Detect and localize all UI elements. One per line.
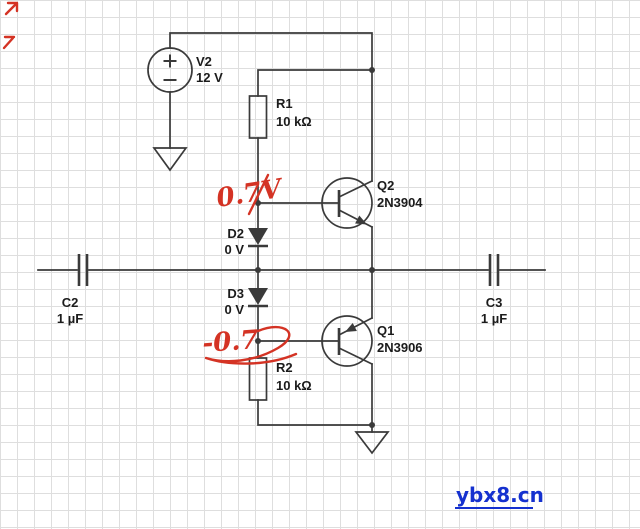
ground-symbol-left[interactable] — [152, 147, 188, 172]
red-mark-top-left-icon — [4, 1, 19, 16]
annotation-bottom-voltage: -0.7 — [201, 325, 259, 359]
transistor-q2-npn[interactable] — [321, 177, 374, 229]
c3-name-label: C3 — [486, 295, 503, 310]
q1-body-circle[interactable] — [321, 315, 373, 367]
wire-top-rail[interactable] — [169, 32, 373, 182]
q2-value-label: 2N3904 — [377, 195, 423, 210]
wire-r2-bottom[interactable] — [257, 399, 373, 426]
junction-dot — [369, 267, 375, 273]
diode-d2[interactable] — [248, 228, 268, 248]
diode-d3[interactable] — [248, 288, 268, 308]
wires[interactable] — [37, 32, 546, 433]
c3-value-label: 1 µF — [481, 311, 507, 326]
r2-value-label: 10 kΩ — [276, 378, 312, 393]
wire-r1-top-link[interactable] — [257, 69, 373, 97]
d2-value-label: 0 V — [224, 242, 244, 257]
d3-value-label: 0 V — [224, 302, 244, 317]
r2-name-label: R2 — [276, 360, 293, 375]
plus-icon — [163, 54, 177, 68]
d3-name-label: D3 — [227, 286, 244, 301]
r1-value-label: 10 kΩ — [276, 114, 312, 129]
annotation-bottom-flourish — [204, 325, 298, 365]
handwritten-annotations: 0.7V -0.7 — [2, 1, 298, 365]
q1-emitter-lead[interactable] — [337, 316, 374, 337]
q2-collector-lead[interactable] — [337, 179, 374, 199]
d3-anode-triangle[interactable] — [248, 288, 268, 305]
v2-circle[interactable] — [147, 47, 193, 93]
annotation-top-slash — [247, 173, 270, 216]
watermark: ybx8.cn — [455, 483, 544, 509]
d2-anode-triangle[interactable] — [248, 228, 268, 245]
red-mark-left-icon — [2, 35, 16, 50]
q1-name-label: Q1 — [377, 323, 394, 338]
capacitor-c3[interactable] — [488, 254, 500, 286]
capacitor-c2[interactable] — [77, 254, 89, 286]
r1-name-label: R1 — [276, 96, 293, 111]
c2-value-label: 1 µF — [57, 311, 83, 326]
watermark-text: ybx8.cn — [456, 483, 544, 507]
q2-name-label: Q2 — [377, 178, 394, 193]
q2-body-circle[interactable] — [321, 177, 373, 229]
annotation-top-voltage: 0.7V — [214, 174, 286, 214]
v2-value-label: 12 V — [196, 70, 223, 85]
q1-value-label: 2N3906 — [377, 340, 423, 355]
junction-dots — [255, 67, 375, 428]
junction-dot — [255, 267, 261, 273]
d2-name-label: D2 — [227, 226, 244, 241]
q1-collector-lead[interactable] — [337, 346, 374, 366]
ground-symbol-right[interactable] — [354, 431, 390, 455]
junction-dot — [255, 200, 261, 206]
junction-dot — [369, 67, 375, 73]
c2-name-label: C2 — [62, 295, 79, 310]
voltage-source-v2[interactable] — [147, 47, 193, 93]
q2-emitter-arrow-icon — [355, 215, 367, 225]
v2-name-label: V2 — [196, 54, 212, 69]
resistor-r1[interactable] — [248, 95, 268, 139]
q1-emitter-arrow-icon — [345, 323, 357, 332]
junction-dot — [369, 422, 375, 428]
transistor-q1-pnp[interactable] — [321, 315, 374, 367]
junction-dot — [255, 338, 261, 344]
